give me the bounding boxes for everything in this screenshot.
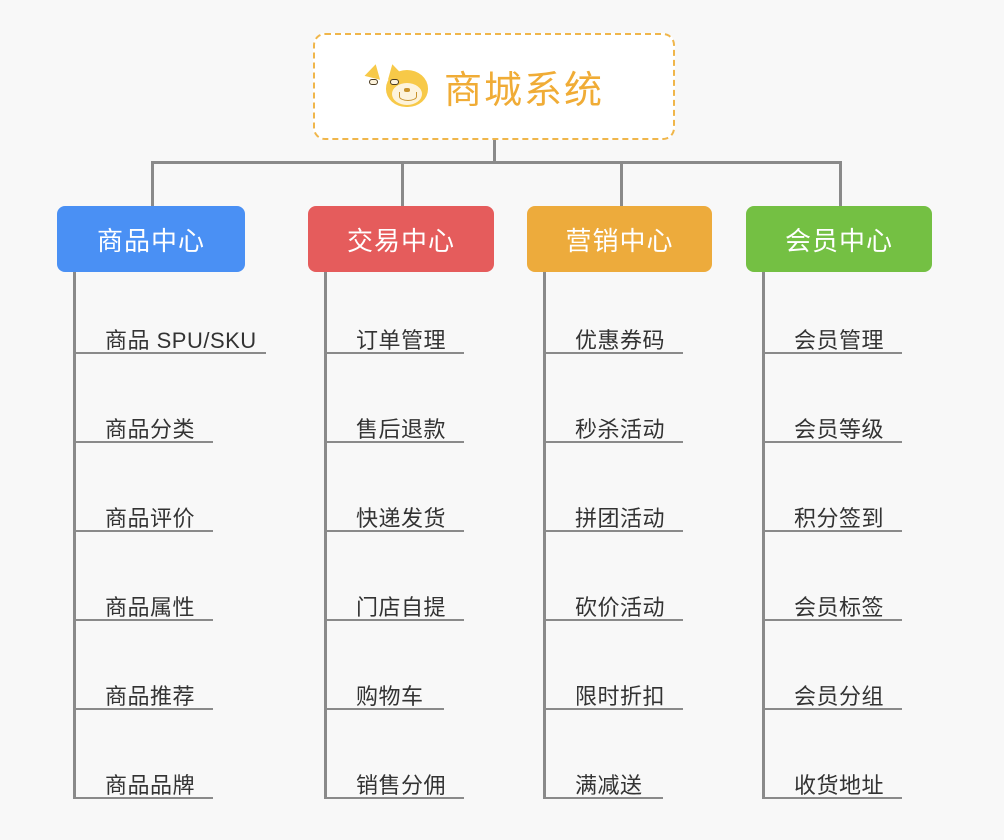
category-node-label: 交易中心 — [346, 225, 455, 256]
category-node-label: 商品中心 — [96, 225, 205, 256]
leaf-item-underline — [324, 797, 464, 799]
leaf-item-underline — [762, 797, 902, 799]
leaf-item-underline — [543, 352, 683, 354]
leaf-item-underline — [762, 352, 902, 354]
leaf-item-underline — [762, 530, 902, 532]
leaf-item-label[interactable]: 销售分佣 — [356, 773, 447, 798]
leaf-item-underline — [543, 530, 683, 532]
category-node-label: 会员中心 — [784, 225, 893, 256]
leaf-spine-member-center — [762, 272, 765, 799]
leaf-item-underline — [324, 530, 464, 532]
category-node-member-center[interactable]: 会员中心 — [746, 206, 932, 272]
leaf-item-label[interactable]: 会员标签 — [794, 595, 885, 620]
leaf-item-label[interactable]: 优惠券码 — [575, 328, 666, 353]
leaf-item-underline — [73, 530, 213, 532]
leaf-spine-trade-center — [324, 272, 327, 799]
shiba-dog-face-icon — [364, 61, 430, 110]
category-node-label: 营销中心 — [565, 225, 674, 256]
leaf-item-underline — [73, 708, 213, 710]
connector-drop-product-center — [151, 161, 154, 206]
leaf-item-label[interactable]: 售后退款 — [356, 417, 447, 442]
connector-drop-marketing-center — [620, 161, 623, 206]
root-node-shop-system[interactable]: 商城系统 — [313, 33, 675, 140]
category-node-product-center[interactable]: 商品中心 — [57, 206, 245, 272]
leaf-spine-product-center — [73, 272, 76, 799]
leaf-item-label[interactable]: 商品评价 — [105, 506, 196, 531]
leaf-item-label[interactable]: 商品属性 — [105, 595, 196, 620]
leaf-item-underline — [762, 619, 902, 621]
leaf-item-label[interactable]: 限时折扣 — [575, 684, 666, 709]
leaf-spine-marketing-center — [543, 272, 546, 799]
leaf-item-underline — [73, 619, 213, 621]
leaf-item-label[interactable]: 收货地址 — [794, 773, 885, 798]
leaf-item-underline — [324, 352, 464, 354]
leaf-item-label[interactable]: 快递发货 — [356, 506, 447, 531]
connector-drop-trade-center — [401, 161, 404, 206]
leaf-item-underline — [543, 708, 683, 710]
leaf-item-underline — [762, 441, 902, 443]
leaf-item-label[interactable]: 商品品牌 — [105, 773, 196, 798]
leaf-item-label[interactable]: 满减送 — [575, 773, 643, 798]
leaf-item-label[interactable]: 会员管理 — [794, 328, 885, 353]
leaf-item-label[interactable]: 拼团活动 — [575, 506, 666, 531]
leaf-item-underline — [324, 619, 464, 621]
category-node-trade-center[interactable]: 交易中心 — [308, 206, 494, 272]
leaf-item-label[interactable]: 商品 SPU/SKU — [105, 328, 257, 353]
leaf-item-underline — [543, 441, 683, 443]
root-node-title: 商城系统 — [443, 70, 604, 112]
leaf-item-label[interactable]: 门店自提 — [356, 595, 447, 620]
leaf-item-label[interactable]: 砍价活动 — [575, 595, 666, 620]
leaf-item-label[interactable]: 会员等级 — [794, 417, 885, 442]
leaf-item-label[interactable]: 秒杀活动 — [575, 417, 666, 442]
leaf-item-underline — [324, 708, 444, 710]
leaf-item-label[interactable]: 订单管理 — [356, 328, 447, 353]
leaf-item-underline — [762, 708, 902, 710]
leaf-item-underline — [543, 619, 683, 621]
leaf-item-label[interactable]: 商品分类 — [105, 417, 196, 442]
leaf-item-label[interactable]: 积分签到 — [794, 506, 885, 531]
leaf-item-underline — [73, 797, 213, 799]
connector-drop-member-center — [839, 161, 842, 206]
connector-bus — [151, 161, 842, 164]
leaf-item-label[interactable]: 购物车 — [356, 684, 424, 709]
connector-root-stem — [493, 140, 496, 164]
leaf-item-underline — [73, 441, 213, 443]
leaf-item-label[interactable]: 商品推荐 — [105, 684, 196, 709]
leaf-item-underline — [324, 441, 464, 443]
category-node-marketing-center[interactable]: 营销中心 — [527, 206, 712, 272]
leaf-item-underline — [73, 352, 266, 354]
leaf-item-underline — [543, 797, 663, 799]
leaf-item-label[interactable]: 会员分组 — [794, 684, 885, 709]
